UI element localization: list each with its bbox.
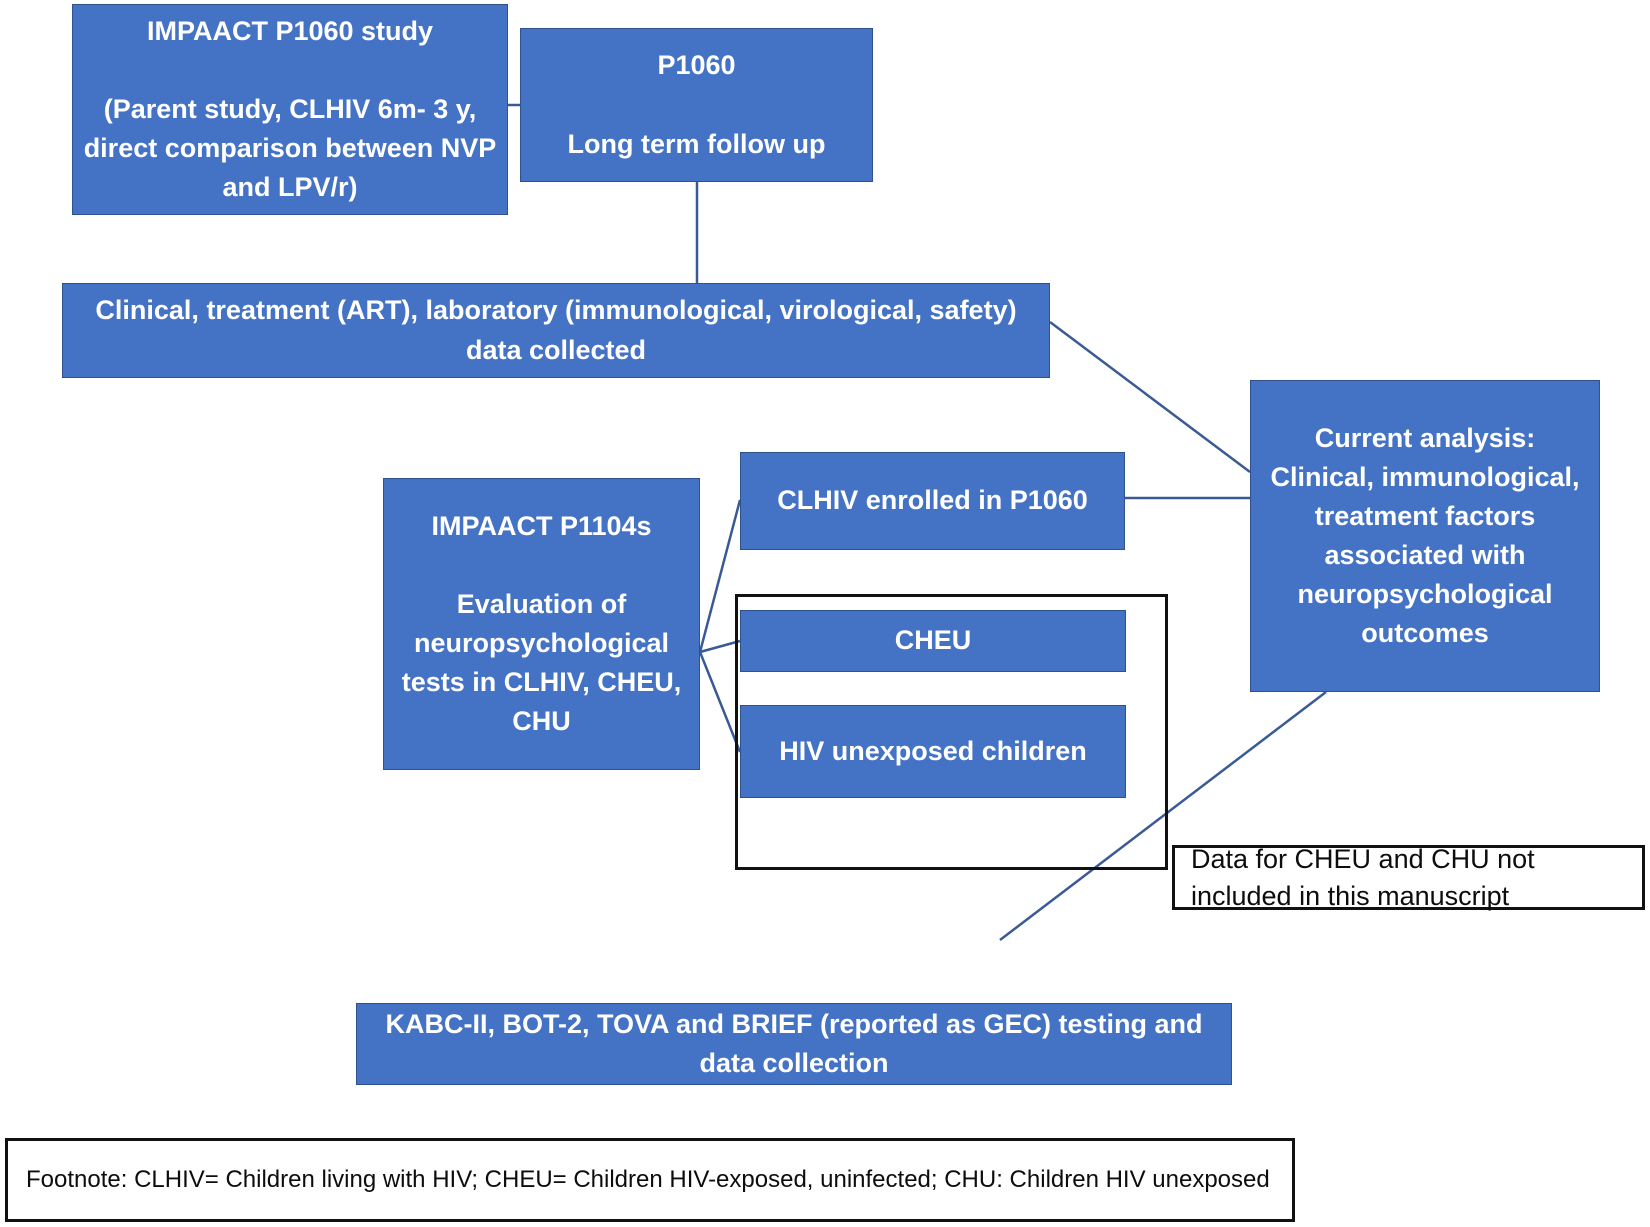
node-testing-and-data-collection: KABC-II, BOT-2, TOVA and BRIEF (reported…	[356, 1003, 1232, 1085]
edge-p1104s-to-unexposed	[698, 651, 742, 753]
node-cheu: CHEU	[740, 610, 1126, 672]
node-footnote: Footnote: CLHIV= Children living with HI…	[5, 1138, 1295, 1222]
edge-data-to-current	[1049, 321, 1251, 473]
node-data-collected: Clinical, treatment (ART), laboratory (i…	[62, 283, 1050, 378]
edge-p1104s-to-clhiv	[698, 499, 742, 653]
node-current-analysis: Current analysis: Clinical, immunologica…	[1250, 380, 1600, 692]
node-data-not-included-note: Data for CHEU and CHU not included in th…	[1172, 844, 1645, 911]
group-box-excluded-cohorts	[735, 594, 1168, 870]
edge-p1104s-to-cheu	[699, 639, 741, 654]
node-clhiv-enrolled-in-p1060: CLHIV enrolled in P1060	[740, 452, 1125, 550]
node-hiv-unexposed-children: HIV unexposed children	[740, 705, 1126, 798]
node-p1060-long-term-follow-up: P1060 Long term follow up	[520, 28, 873, 182]
node-impaact-p1104s: IMPAACT P1104s Evaluation of neuropsycho…	[383, 478, 700, 770]
node-parent-study: IMPAACT P1060 study (Parent study, CLHIV…	[72, 4, 508, 215]
